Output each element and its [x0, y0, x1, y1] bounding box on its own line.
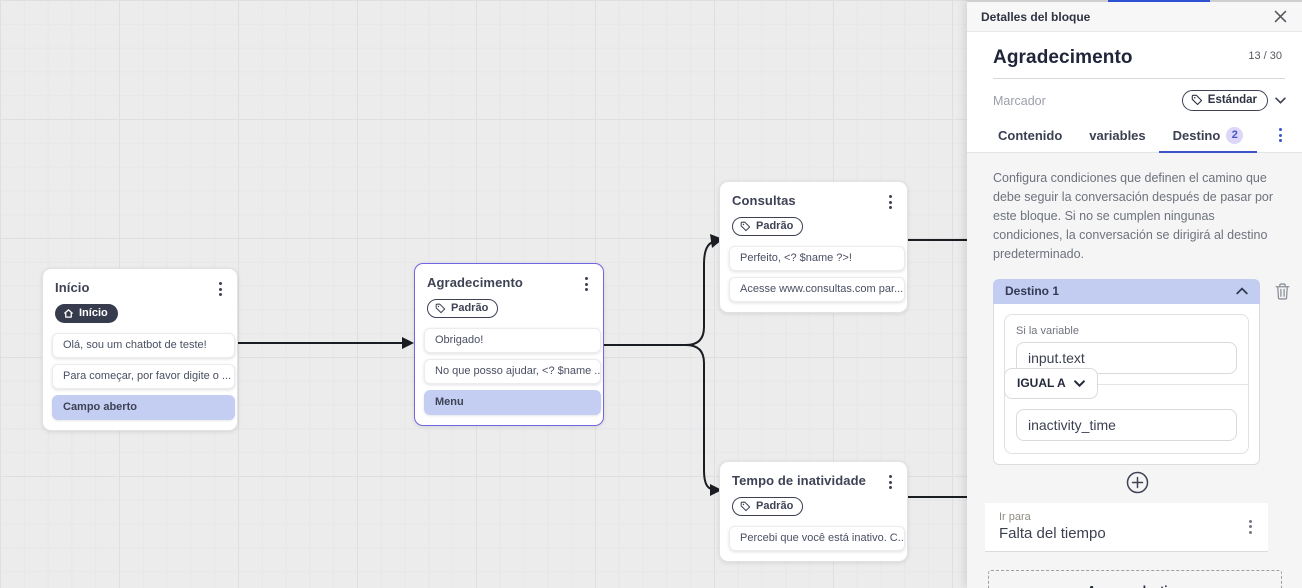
badge-label: Padrão — [451, 302, 489, 314]
condition-box: Si la variable IGUAL A — [1004, 314, 1249, 454]
message-row[interactable]: Perfeito, <? $name ?>! — [729, 245, 905, 271]
node-tempo-inatividade[interactable]: Tempo de inatividade Padrão Percebi que … — [719, 461, 908, 562]
condition-value-section — [1005, 385, 1248, 453]
condition-label: Si la variable — [1016, 325, 1079, 337]
goto-label: Ir para — [999, 511, 1031, 523]
operator-dropdown[interactable]: IGUAL A — [1004, 368, 1098, 399]
destino-count-badge: 2 — [1226, 126, 1244, 144]
condition-divider: IGUAL A — [1004, 368, 1248, 399]
arrowhead — [710, 234, 723, 248]
chevron-down-icon — [1073, 379, 1085, 387]
node-menu-icon[interactable] — [215, 280, 226, 298]
marker-row: Marcador Estándar — [967, 79, 1302, 111]
add-destination-button[interactable]: Agregar destino — [988, 570, 1282, 588]
destination-card: Destino 1 Si la variable IGUAL A — [993, 279, 1290, 465]
home-icon — [63, 308, 74, 318]
char-counter: 13 / 30 — [1248, 50, 1282, 62]
divider — [993, 78, 1285, 79]
tab-label: variables — [1089, 127, 1146, 143]
badge-label: Padrão — [756, 500, 794, 512]
goto-menu-icon[interactable] — [1245, 518, 1256, 536]
tab-label: Contenido — [998, 127, 1063, 143]
goto-value: Falta del tiempo — [999, 525, 1106, 542]
active-tab-indicator — [1108, 0, 1210, 2]
node-consultas[interactable]: Consultas Padrão Perfeito, <? $name ?>! … — [719, 181, 908, 313]
node-title: Início — [55, 280, 90, 295]
standard-badge: Padrão — [732, 497, 804, 516]
value-input[interactable] — [1016, 409, 1237, 441]
node-title: Consultas — [732, 193, 796, 208]
panel-top-strip — [967, 0, 1302, 2]
message-row[interactable]: Obrigado! — [424, 327, 601, 353]
node-rows: Obrigado! No que posso ajudar, <? $name … — [424, 327, 601, 415]
arrowhead — [402, 337, 414, 349]
menu-row[interactable]: Menu — [424, 389, 601, 415]
block-details-panel: Detalles del bloque Agradecimento 13 / 3… — [967, 0, 1302, 588]
standard-badge: Padrão — [732, 217, 804, 236]
goto-row[interactable]: Ir para Falta del tiempo — [985, 503, 1268, 552]
message-row[interactable]: Para começar, por favor digite o ... — [52, 363, 235, 389]
trash-icon[interactable] — [1275, 283, 1290, 300]
tag-icon — [740, 501, 751, 511]
plus-row — [993, 471, 1282, 494]
node-rows: Percebi que você está inativo. C... — [729, 525, 905, 551]
tab-label: Destino — [1172, 127, 1221, 143]
node-header: Agradecimento — [424, 275, 594, 293]
standard-badge: Padrão — [427, 299, 499, 318]
message-row[interactable]: No que posso ajudar, <? $name ... — [424, 358, 601, 384]
open-field-row[interactable]: Campo aberto — [52, 394, 235, 420]
node-menu-icon[interactable] — [885, 473, 896, 491]
edge-to-consultas — [685, 241, 714, 346]
arrowhead — [710, 484, 722, 496]
start-badge: Início — [55, 304, 118, 323]
message-row[interactable]: Olá, sou um chatbot de teste! — [52, 332, 235, 358]
goto-text: Ir para Falta del tiempo — [999, 511, 1106, 542]
panel-tabs: Contenido variables Destino 2 — [967, 111, 1302, 153]
destination-card-body: Si la variable IGUAL A — [993, 304, 1260, 465]
node-header: Início — [52, 280, 228, 298]
block-title-row: Agradecimento 13 / 30 — [967, 32, 1302, 69]
node-title: Agradecimento — [427, 275, 523, 290]
tab-destino[interactable]: Destino 2 — [1158, 126, 1257, 153]
node-menu-icon[interactable] — [885, 193, 896, 211]
message-row[interactable]: Acesse www.consultas.com par... — [729, 276, 905, 302]
node-inicio[interactable]: Início Início Olá, sou um chatbot de tes… — [42, 268, 238, 431]
node-rows: Perfeito, <? $name ?>! Acesse www.consul… — [729, 245, 905, 302]
operator-value: IGUAL A — [1017, 376, 1066, 390]
destination-card-header[interactable]: Destino 1 — [993, 279, 1260, 304]
tab-contenido[interactable]: Contenido — [998, 128, 1062, 143]
tag-icon — [740, 221, 751, 231]
block-name[interactable]: Agradecimento — [993, 47, 1133, 68]
marker-select[interactable]: Estándar — [1181, 90, 1286, 111]
node-header: Consultas — [729, 193, 898, 211]
tab-variables[interactable]: variables — [1089, 128, 1145, 143]
destino-description: Configura condiciones que definen el cam… — [993, 171, 1274, 261]
destination-title: Destino 1 — [1005, 284, 1060, 298]
tabs-menu-icon[interactable] — [1275, 126, 1286, 144]
chevron-up-icon[interactable] — [1236, 287, 1248, 295]
marker-label: Marcador — [993, 93, 1046, 108]
node-title: Tempo de inatividade — [732, 473, 866, 488]
tag-icon — [1191, 94, 1202, 106]
close-icon[interactable] — [1274, 10, 1287, 23]
destino-tab-content: Configura condiciones que definen el cam… — [967, 153, 1302, 588]
marker-value: Estándar — [1207, 94, 1257, 106]
node-rows: Olá, sou um chatbot de teste! Para começ… — [52, 332, 235, 420]
message-row[interactable]: Percebi que você está inativo. C... — [729, 525, 905, 551]
marker-pill[interactable]: Estándar — [1181, 90, 1268, 111]
edge-to-tempo — [685, 344, 713, 490]
node-agradecimento[interactable]: Agradecimento Padrão Obrigado! No que po… — [414, 263, 604, 426]
node-header: Tempo de inatividade — [729, 473, 898, 491]
tag-icon — [435, 303, 446, 313]
node-menu-icon[interactable] — [581, 275, 592, 293]
add-condition-button[interactable] — [1126, 471, 1149, 494]
badge-label: Início — [79, 307, 108, 319]
chevron-down-icon[interactable] — [1275, 97, 1286, 104]
panel-header: Detalles del bloque — [967, 2, 1302, 32]
panel-title: Detalles del bloque — [981, 9, 1091, 24]
badge-label: Padrão — [756, 220, 794, 232]
